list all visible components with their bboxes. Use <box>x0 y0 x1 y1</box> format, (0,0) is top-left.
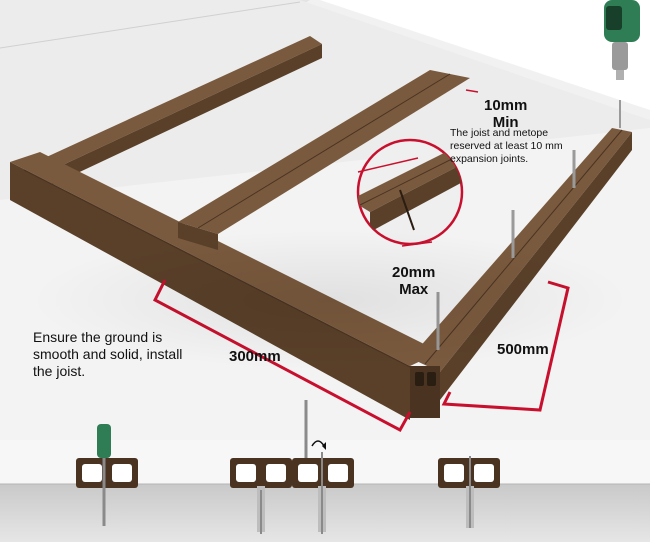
instruction-line-2: smooth and solid, install <box>33 346 183 362</box>
screw-anchor-icon <box>97 400 474 534</box>
ground-qualifier: Max <box>399 281 429 298</box>
expansion-note: The joist and metope reserved at least 1… <box>450 127 563 166</box>
zoom-detail-circle <box>356 138 464 246</box>
expansion-value: 10mm <box>484 97 528 114</box>
installation-instruction: Ensure the ground is smooth and solid, i… <box>33 329 182 380</box>
ground-value: 20mm <box>392 264 436 281</box>
joist-profile-icon <box>76 458 500 488</box>
dimension-label-500: 500mm <box>497 341 549 358</box>
ground-dimension: 20mm Max <box>392 264 435 298</box>
expansion-qualifier: Min <box>492 114 519 131</box>
dimension-label-300: 300mm <box>229 348 281 365</box>
drill-icon <box>604 0 640 80</box>
hammer-arrow-icon <box>311 440 326 450</box>
expansion-note-line-1: The joist and metope <box>450 127 549 139</box>
instruction-line-1: Ensure the ground is <box>33 329 163 345</box>
expansion-note-line-2: reserved at least 10 mm <box>450 140 563 152</box>
instruction-line-3: the joist. <box>33 363 86 379</box>
expansion-note-line-3: expansion joints. <box>450 153 529 165</box>
expansion-dimension: 10mm Min <box>484 97 527 131</box>
